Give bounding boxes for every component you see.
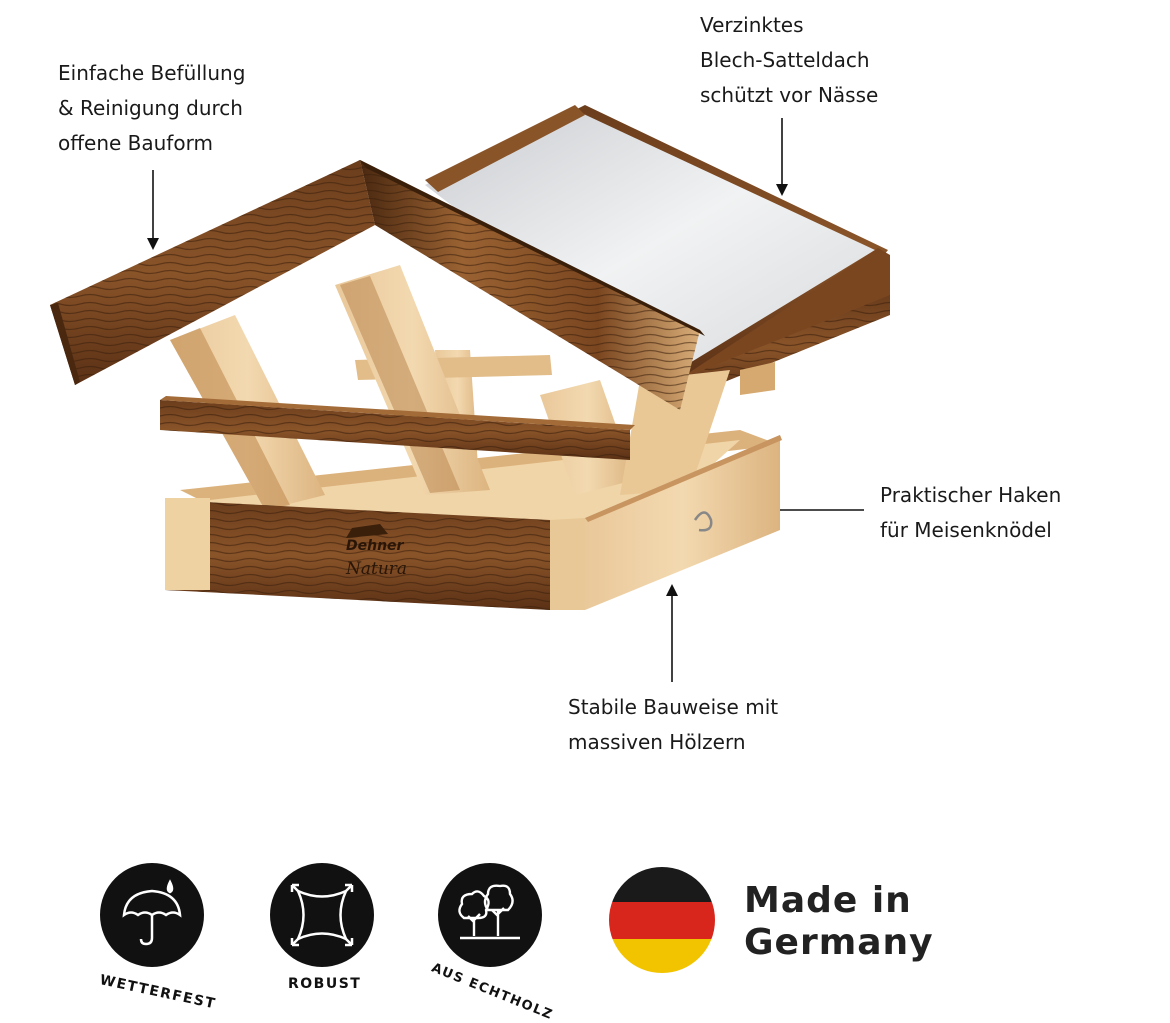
callout-fill: Einfache Befüllung & Reinigung durch off… [58,56,245,161]
callout-build-line-2: massiven Hölzern [568,730,746,754]
badge-robust-label: ROBUST [288,976,362,992]
callout-hook-line-1: Praktischer Haken [880,483,1062,507]
made-in-germany-text: Made in Germany [744,880,934,964]
callout-roof-line-3: schützt vor Nässe [700,83,879,107]
trees-icon [458,884,520,940]
logo-brand: Dehner [346,538,405,554]
callout-fill-line-1: Einfache Befüllung [58,61,246,85]
umbrella-rain-icon [122,879,182,946]
callout-roof-line-2: Blech-Satteldach [700,48,870,72]
callout-hook: Praktischer Haken für Meisenknödel [880,478,1061,548]
callout-hook-line-2: für Meisenknödel [880,518,1052,542]
callout-fill-arrow [147,170,159,250]
made-in-line-2: Germany [744,922,934,963]
callout-fill-line-2: & Reinigung durch [58,96,243,120]
callout-roof-arrow [776,118,788,196]
made-in-line-1: Made in [744,880,912,921]
badge-wetterfest [100,863,204,967]
callout-build: Stabile Bauweise mit massiven Hölzern [568,690,778,760]
callout-build-arrow [666,584,678,682]
callout-build-line-1: Stabile Bauweise mit [568,695,779,719]
logo-line: Natura [345,559,407,579]
germany-flag-icon [609,867,715,973]
dehner-natura-logo: Dehner Natura [345,524,407,579]
badge-echtholz [438,863,542,967]
callout-fill-line-3: offene Bauform [58,131,213,155]
stretch-square-icon [290,883,354,947]
bird-feeder-image: Dehner Natura [50,105,890,610]
callout-roof-line-1: Verzinktes [700,13,804,37]
callout-roof: Verzinktes Blech-Satteldach schützt vor … [700,8,878,113]
badge-robust [270,863,374,967]
